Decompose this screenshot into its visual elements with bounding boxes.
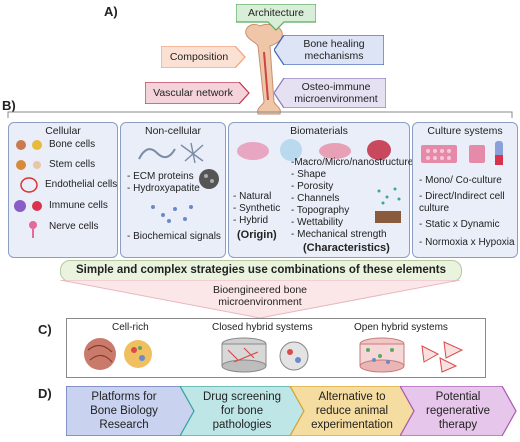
char-wettability: - Wettability xyxy=(291,217,344,228)
biomaterials-panel: Biomaterials - Natural - Synthetic - Hyb… xyxy=(228,122,414,258)
culture-mono-co: - Mono/ Co-culture xyxy=(419,175,502,186)
section-b-bracket xyxy=(7,111,513,118)
bone-healing-label: Bone healing mechanisms xyxy=(303,38,365,62)
vascular-network-label: Vascular network xyxy=(153,87,233,99)
culture-plate-icon xyxy=(421,141,503,165)
endothelial-cells-label: Endothelial cells xyxy=(45,179,118,190)
immune-cell-icon xyxy=(14,200,42,212)
origin-hybrid: - Hybrid xyxy=(233,215,269,226)
chevron-3-line2: reduce animal xyxy=(315,405,389,417)
chevron-3-line1: Alternative to xyxy=(318,391,386,403)
scaffold-icon xyxy=(375,187,401,223)
char-channels: - Channels xyxy=(291,193,340,204)
chevron-1-line3: Research xyxy=(99,419,149,431)
osteo-immune-label: Osteo-immune microenvironment xyxy=(294,81,378,105)
origin-synthetic: - Synthetic xyxy=(233,203,281,214)
composition-tag: Composition xyxy=(161,46,247,68)
chevron-2-line2: for bone xyxy=(220,405,264,417)
biochemical-signals-icon xyxy=(151,205,193,223)
bone-healing-tag: Bone healing mechanisms xyxy=(274,35,384,65)
composition-label: Composition xyxy=(169,51,229,63)
stem-cells-label: Stem cells xyxy=(49,159,96,170)
cellular-title: Cellular xyxy=(45,125,81,137)
section-d-label: D) xyxy=(38,386,52,401)
closed-hybrid-label: Closed hybrid systems xyxy=(212,322,313,333)
section-b-label: B) xyxy=(2,98,16,113)
noncellular-panel: Non-cellular - ECM proteins - Hydroxyapa… xyxy=(120,122,226,258)
ecm-fiber-icon xyxy=(138,142,204,164)
chevron-4-line1: Potential xyxy=(435,391,481,403)
endothelial-cell-icon xyxy=(20,177,38,193)
osteo-immune-tag: Osteo-immune microenvironment xyxy=(274,78,386,108)
nerve-cell-icon xyxy=(29,221,37,238)
chevron-4-line2: regenerative xyxy=(426,405,490,417)
characteristics-label: (Characteristics) xyxy=(303,242,390,254)
noncellular-title: Non-cellular xyxy=(144,125,202,137)
char-topography: - Topography xyxy=(291,205,350,216)
funnel-shape xyxy=(60,280,460,319)
strategies-banner: Simple and complex strategies use combin… xyxy=(60,260,462,282)
ecm-proteins-label: - ECM proteins xyxy=(127,171,194,182)
strategies-banner-text: Simple and complex strategies use combin… xyxy=(75,264,447,276)
chevron-2-shape xyxy=(180,386,304,436)
biomaterial-shapes-icon xyxy=(237,139,391,161)
stem-cell-icon xyxy=(16,160,41,170)
cellular-panel: Cellular Bone cells Stem cells Endotheli… xyxy=(8,122,118,258)
culture-systems-panel: Culture systems - Mono/ Co-culture - Dir… xyxy=(412,122,518,258)
hydroxyapatite-label: - Hydroxyapatite xyxy=(127,183,200,194)
char-mechanical: - Mechanical strength xyxy=(291,229,387,240)
chevron-1-line1: Platforms for xyxy=(91,391,157,403)
open-hybrid-illustration xyxy=(359,337,464,373)
char-macro: -Macro/Micro/nanostructure xyxy=(291,157,414,168)
architecture-label: Architecture xyxy=(247,7,305,19)
section-c-label: C) xyxy=(38,322,52,337)
cell-rich-label: Cell-rich xyxy=(112,322,149,333)
funnel-text-1: Bioengineered bone xyxy=(213,284,307,296)
funnel-text-2: microenvironment xyxy=(218,296,302,308)
biomaterials-title: Biomaterials xyxy=(290,125,348,137)
chevron-4-line3: therapy xyxy=(438,419,478,431)
chevron-3-shape xyxy=(290,386,414,436)
culture-direct-indirect: - Direct/Indirect cell xyxy=(419,191,505,202)
cell-rich-illustration xyxy=(84,338,152,370)
origin-label: (Origin) xyxy=(237,229,277,241)
nerve-cells-label: Nerve cells xyxy=(49,221,99,232)
culture-static-dynamic: - Static x Dynamic xyxy=(419,219,500,230)
architecture-tag: Architecture xyxy=(236,4,316,31)
immune-cells-label: Immune cells xyxy=(49,200,108,211)
culture-direct-indirect-2: culture xyxy=(419,203,450,214)
vascular-network-tag: Vascular network xyxy=(145,82,251,104)
biochemical-signals-label: - Biochemical signals xyxy=(127,231,221,242)
bone-cell-icon xyxy=(16,140,42,150)
origin-natural: - Natural xyxy=(233,191,272,202)
open-hybrid-label: Open hybrid systems xyxy=(354,322,448,333)
chevron-1-line2: Bone Biology xyxy=(90,405,158,417)
bone-cells-label: Bone cells xyxy=(49,139,96,150)
char-shape: - Shape xyxy=(291,169,327,180)
culture-systems-title: Culture systems xyxy=(427,125,503,137)
chevron-2-line1: Drug screening xyxy=(203,391,281,403)
culture-normoxia-hypoxia: - Normoxia x Hypoxia xyxy=(419,237,515,248)
section-a-label: A) xyxy=(104,4,118,19)
char-porosity: - Porosity xyxy=(291,181,334,192)
closed-hybrid-illustration xyxy=(221,337,309,373)
chevron-2-line3: pathologies xyxy=(212,419,272,431)
chevron-3-line3: experimentation xyxy=(311,419,393,431)
chevron-4-shape xyxy=(400,386,517,436)
hydroxyapatite-icon xyxy=(199,169,219,189)
femur-bone-illustration xyxy=(245,23,283,115)
